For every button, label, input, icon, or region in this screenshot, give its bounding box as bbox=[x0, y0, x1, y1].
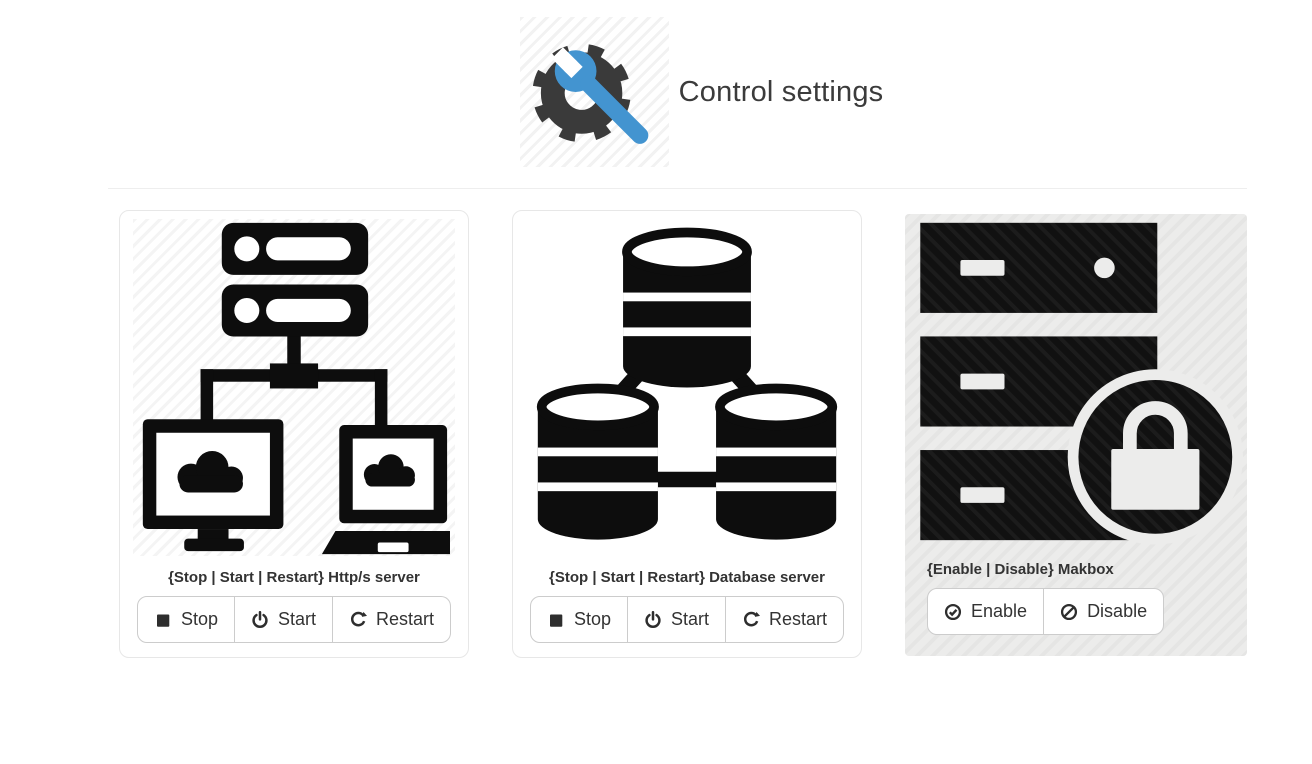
button-label: Disable bbox=[1087, 601, 1148, 621]
http-stop-button[interactable]: Stop bbox=[136, 596, 235, 643]
button-label: Restart bbox=[376, 609, 435, 629]
card-caption: {Stop | Start | Restart} Database server bbox=[548, 569, 825, 586]
page-title: Control settings bbox=[678, 75, 884, 108]
makbox-enable-button[interactable]: Enable bbox=[927, 588, 1045, 635]
button-label: Start bbox=[670, 609, 709, 629]
power-icon bbox=[645, 610, 661, 628]
database-start-button[interactable]: Start bbox=[627, 596, 726, 643]
check-circle-icon bbox=[944, 603, 962, 620]
restart-icon bbox=[351, 611, 367, 626]
server-network-icon bbox=[133, 219, 455, 556]
card-caption: {Enable | Disable} Makbox bbox=[927, 561, 1114, 578]
restart-icon bbox=[744, 611, 760, 626]
power-icon bbox=[252, 610, 268, 628]
database-stop-button[interactable]: Stop bbox=[529, 596, 628, 643]
card-http-server: {Stop | Start | Restart} Http/s server S… bbox=[119, 210, 469, 658]
button-label: Stop bbox=[180, 609, 218, 629]
gear-wrench-icon bbox=[519, 17, 669, 167]
makbox-disable-button[interactable]: Disable bbox=[1044, 588, 1165, 635]
button-label: Stop bbox=[573, 609, 611, 629]
http-start-button[interactable]: Start bbox=[234, 596, 333, 643]
database-restart-button[interactable]: Restart bbox=[726, 596, 845, 643]
button-label: Start bbox=[277, 609, 316, 629]
stop-icon bbox=[156, 614, 170, 627]
cards-row: {Stop | Start | Restart} Http/s server S… bbox=[108, 210, 1247, 658]
card-database-server: {Stop | Start | Restart} Database server… bbox=[512, 210, 862, 658]
http-restart-button[interactable]: Restart bbox=[333, 596, 452, 643]
card-makbox: {Enable | Disable} Makbox Enable Disable bbox=[905, 214, 1247, 656]
makbox-button-group: Enable Disable bbox=[927, 588, 1165, 635]
server-lock-icon bbox=[905, 214, 1247, 547]
http-server-button-group: Stop Start Restart bbox=[136, 596, 452, 643]
stop-icon bbox=[549, 614, 563, 627]
header-divider bbox=[108, 188, 1247, 189]
card-caption: {Stop | Start | Restart} Http/s server bbox=[168, 569, 420, 586]
page-container: Control settings bbox=[108, 0, 1247, 658]
database-cluster-icon bbox=[526, 219, 848, 556]
button-label: Enable bbox=[971, 601, 1028, 621]
page-header: Control settings bbox=[132, 0, 1271, 167]
button-label: Restart bbox=[769, 609, 828, 629]
database-server-button-group: Stop Start Restart bbox=[529, 596, 845, 643]
ban-icon bbox=[1061, 603, 1078, 620]
